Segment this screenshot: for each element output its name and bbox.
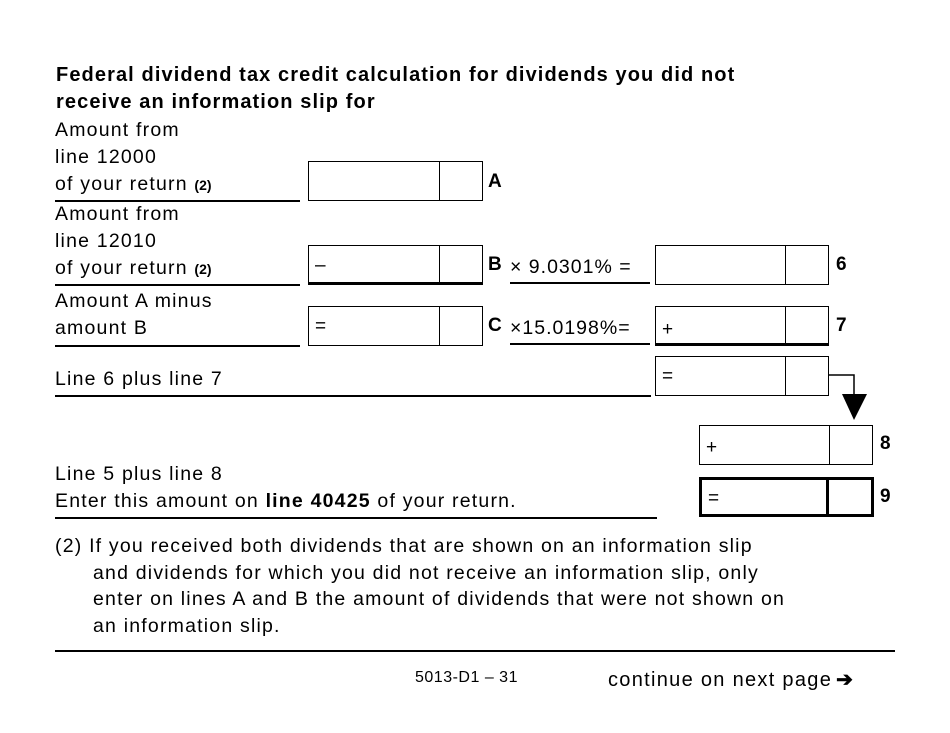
section-title: Federal dividend tax credit calculation … <box>56 64 736 113</box>
line-8-input[interactable]: + <box>699 425 873 465</box>
line-tag-c: C <box>488 315 502 336</box>
amount-a-input[interactable] <box>308 161 483 201</box>
line-6-plus-7-input[interactable]: = <box>655 356 829 396</box>
rate-b: × 9.0301% = <box>510 252 650 284</box>
page-number: 5013-D1 – 31 <box>415 669 518 686</box>
amount-b-input[interactable]: – <box>308 245 483 285</box>
line-tag-b: B <box>488 254 502 275</box>
line-9-input[interactable]: = <box>699 477 874 517</box>
line-6-input[interactable] <box>655 245 829 285</box>
cents-field[interactable] <box>829 426 872 464</box>
line-number-8: 8 <box>880 433 891 454</box>
cents-field[interactable] <box>439 162 482 200</box>
cents-field[interactable] <box>785 307 828 343</box>
cents-field[interactable] <box>439 246 482 282</box>
label-line-6-plus-7: Line 6 plus line 7 <box>55 366 651 397</box>
line-number-9: 9 <box>880 486 891 507</box>
line-tag-a: A <box>488 171 502 192</box>
label-line-c: Amount A minus amount B <box>55 288 300 347</box>
line-7-input[interactable]: + <box>655 306 829 346</box>
line-number-6: 6 <box>836 254 847 275</box>
line-number-7: 7 <box>836 315 847 336</box>
amount-c-input[interactable]: = <box>308 306 483 346</box>
footer-divider <box>55 650 895 652</box>
cents-field[interactable] <box>439 307 482 345</box>
label-line-b: Amount from line 12010 of your return (2… <box>55 201 300 286</box>
footnote: (2) If you received both dividends that … <box>55 535 786 637</box>
cents-field[interactable] <box>785 246 828 284</box>
cents-field[interactable] <box>826 480 871 514</box>
arrow-right-icon: ➔ <box>836 669 855 691</box>
arrow-down-icon <box>828 374 867 420</box>
label-line-9: Line 5 plus line 8 Enter this amount on … <box>55 461 657 519</box>
label-line-a: Amount from line 12000 of your return (2… <box>55 117 300 202</box>
cents-field[interactable] <box>785 357 828 395</box>
continue-link[interactable]: continue on next page➔ <box>608 669 855 691</box>
rate-c: ×15.0198%= <box>510 313 650 345</box>
